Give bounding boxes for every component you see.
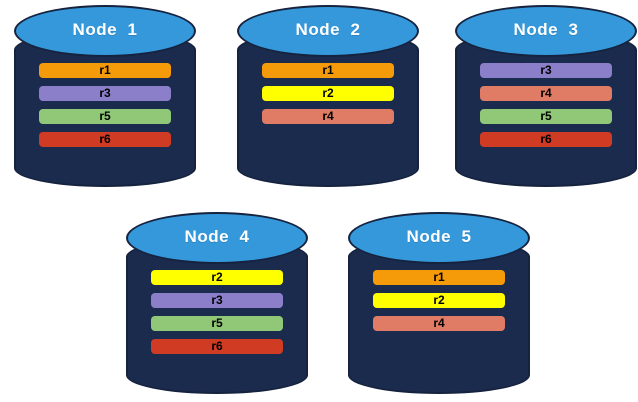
node-label: Node 1 bbox=[72, 20, 138, 39]
node-cylinder[interactable]: Node 1 r1 r3 r5 r6 bbox=[14, 5, 196, 187]
node-cylinder[interactable]: Node 3 r3 r4 r5 r6 bbox=[455, 5, 637, 187]
replica-bar[interactable]: r3 bbox=[151, 293, 283, 308]
replica-bar[interactable]: r3 bbox=[39, 86, 171, 101]
replica-bar[interactable]: r3 bbox=[480, 63, 612, 78]
node-label: Node 3 bbox=[513, 20, 579, 39]
replica-bar[interactable]: r5 bbox=[151, 316, 283, 331]
replica-bar[interactable]: r1 bbox=[262, 63, 394, 78]
cylinder-top-disc bbox=[126, 212, 308, 264]
replica-stack: r1 r2 r4 bbox=[237, 63, 419, 124]
replica-bar[interactable]: r5 bbox=[39, 109, 171, 124]
node-cylinder[interactable]: Node 5 r1 r2 r4 bbox=[348, 212, 530, 394]
node-label: Node 4 bbox=[184, 227, 250, 246]
replica-stack: r1 r2 r4 bbox=[348, 270, 530, 331]
replica-bar[interactable]: r1 bbox=[373, 270, 505, 285]
replica-bar[interactable]: r5 bbox=[480, 109, 612, 124]
replica-stack: r2 r3 r5 r6 bbox=[126, 270, 308, 354]
cylinder-top-disc bbox=[348, 212, 530, 264]
node-cylinder[interactable]: Node 4 r2 r3 r5 r6 bbox=[126, 212, 308, 394]
replica-bar[interactable]: r2 bbox=[151, 270, 283, 285]
replica-bar[interactable]: r4 bbox=[262, 109, 394, 124]
node-label: Node 5 bbox=[406, 227, 472, 246]
replica-bar[interactable]: r2 bbox=[262, 86, 394, 101]
replica-bar[interactable]: r4 bbox=[480, 86, 612, 101]
replica-bar[interactable]: r6 bbox=[39, 132, 171, 147]
node-cylinder[interactable]: Node 2 r1 r2 r4 bbox=[237, 5, 419, 187]
cylinder-top-disc bbox=[14, 5, 196, 57]
replica-bar[interactable]: r6 bbox=[480, 132, 612, 147]
replica-bar[interactable]: r6 bbox=[151, 339, 283, 354]
cylinder-top-disc bbox=[237, 5, 419, 57]
node-label: Node 2 bbox=[295, 20, 361, 39]
replica-bar[interactable]: r4 bbox=[373, 316, 505, 331]
replica-bar[interactable]: r2 bbox=[373, 293, 505, 308]
replica-stack: r3 r4 r5 r6 bbox=[455, 63, 637, 147]
replica-bar[interactable]: r1 bbox=[39, 63, 171, 78]
replica-stack: r1 r3 r5 r6 bbox=[14, 63, 196, 147]
cylinder-top-disc bbox=[455, 5, 637, 57]
